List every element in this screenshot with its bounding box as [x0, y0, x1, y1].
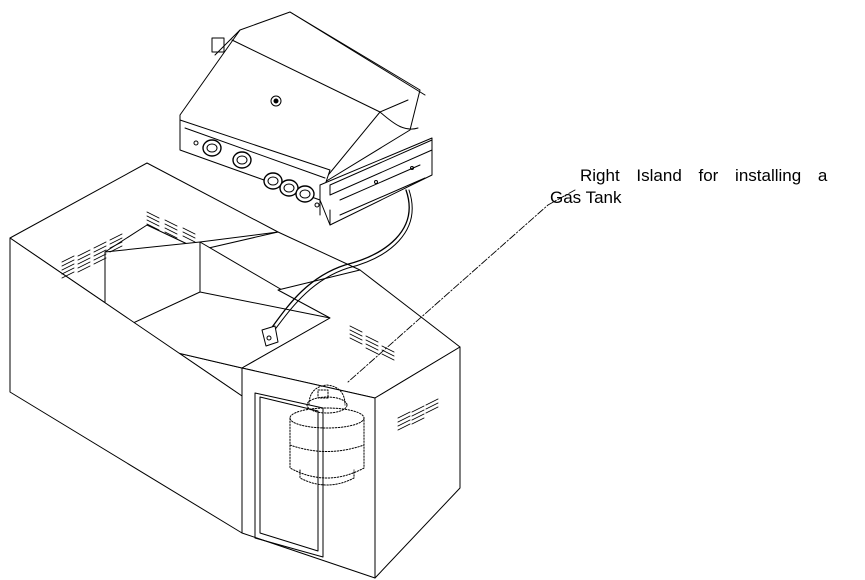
callout-label-line1: Right Island for installing a: [580, 166, 828, 185]
callout-leader-line: [347, 189, 576, 383]
right-front-face: [241, 367, 376, 579]
vent-group-right-top: [349, 325, 395, 361]
grill-head-icon: [179, 11, 433, 226]
vent-group-back-right: [146, 211, 196, 243]
gas-hose-icon: [261, 189, 413, 347]
right-side-face: [374, 346, 461, 579]
callout-label-line2: Gas Tank: [550, 188, 622, 207]
propane-tank-icon: [289, 384, 365, 486]
vent-group-right-side: [397, 398, 439, 431]
access-door: [254, 392, 324, 558]
vent-slots: [61, 211, 439, 431]
island-cabinet: [9, 162, 461, 579]
control-knobs: [193, 139, 320, 208]
vent-group-left-top: [61, 233, 123, 279]
